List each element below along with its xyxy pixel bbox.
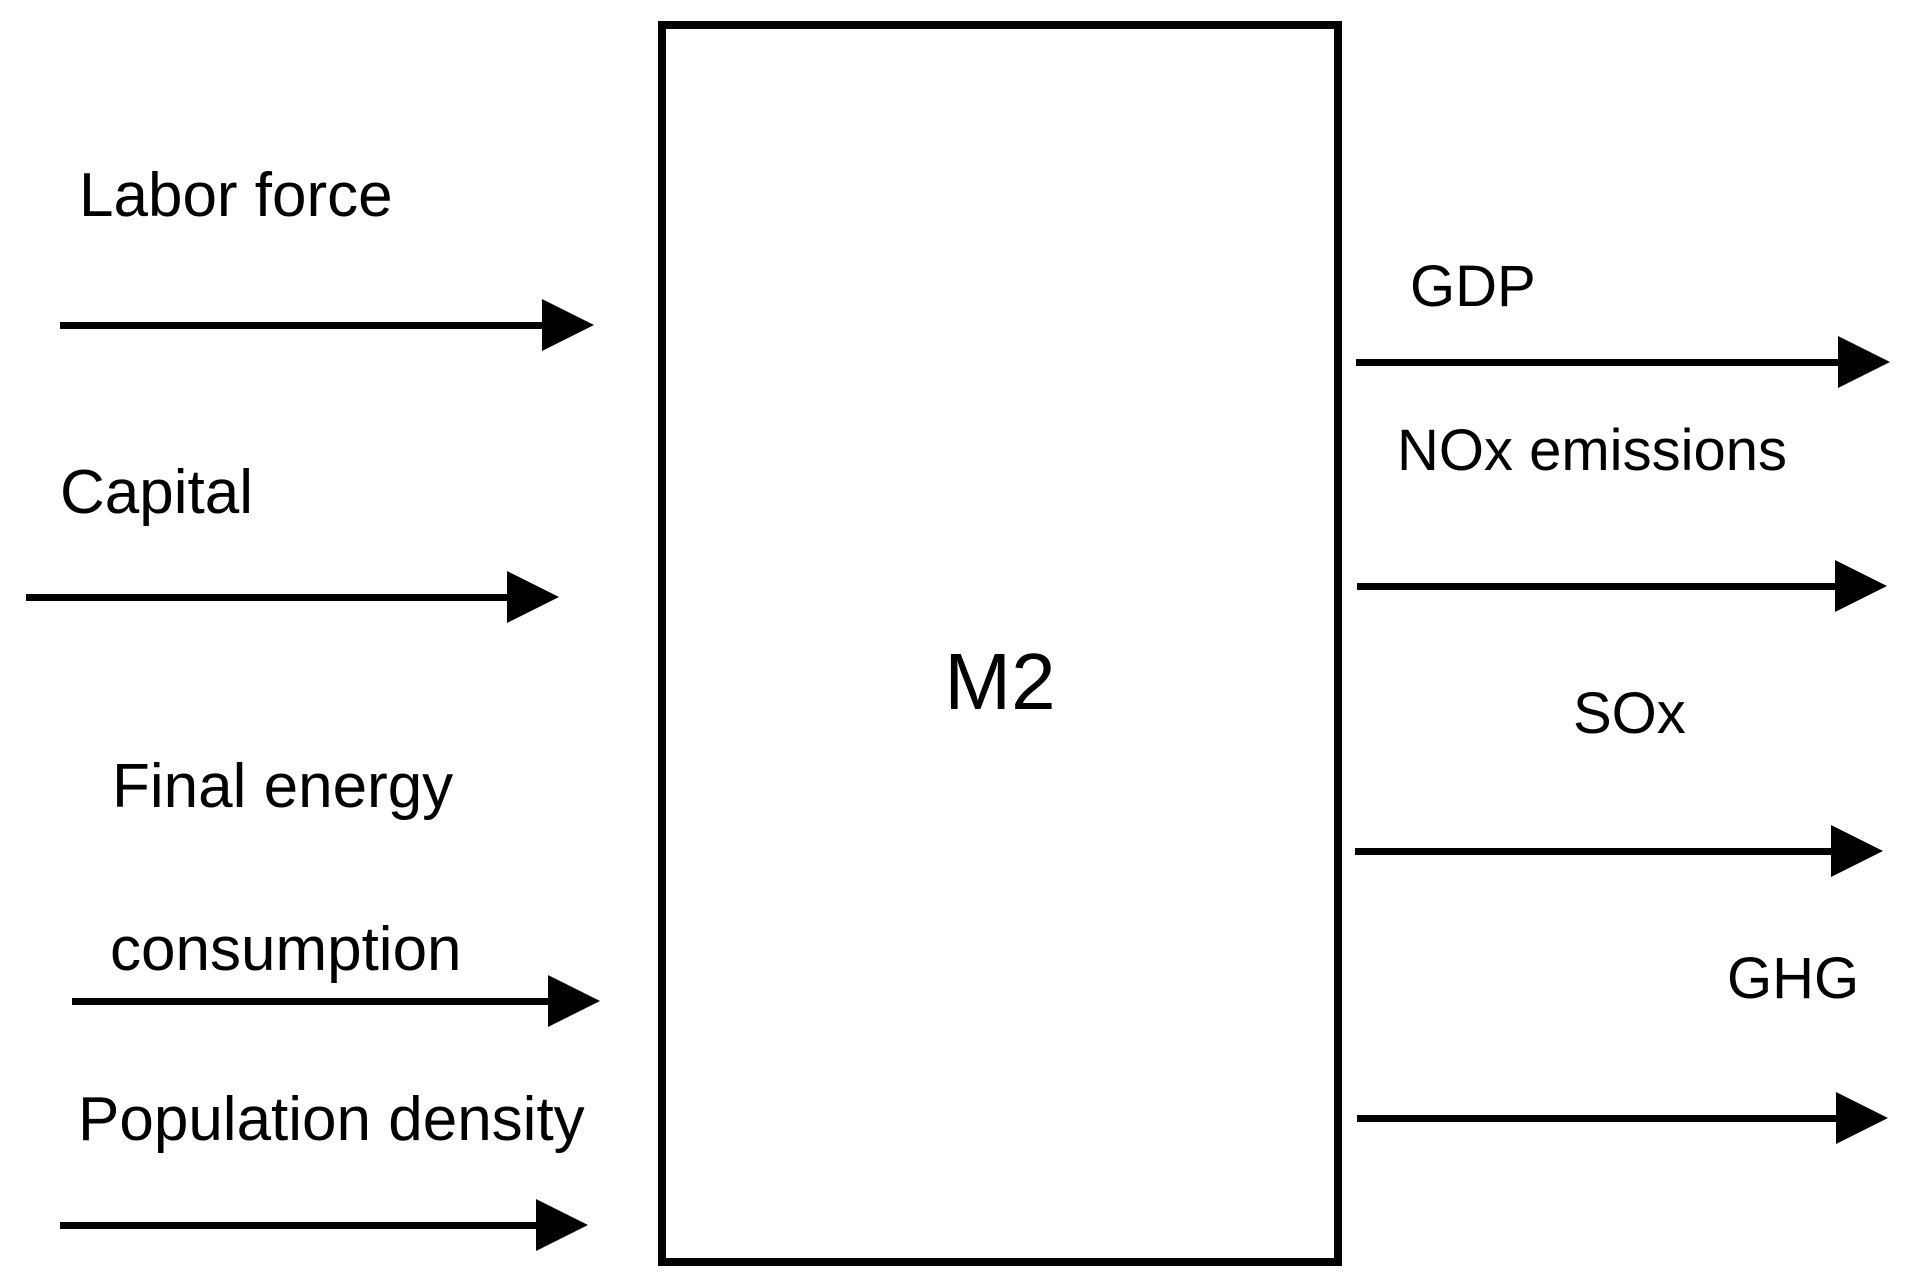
input-label-labor-force: Labor force (79, 161, 393, 230)
arrow-shaft (72, 997, 552, 1005)
arrowhead-icon (1835, 560, 1887, 612)
model-box-label: M2 (944, 637, 1056, 726)
arrow-shaft (26, 593, 511, 601)
input-label-final-energy-line2: consumption (110, 915, 462, 984)
input-arrow-population-density (60, 1199, 588, 1251)
arrow-shaft (1355, 847, 1835, 855)
output-arrow-gdp (1356, 336, 1890, 388)
input-label-capital: Capital (60, 458, 253, 527)
model-box: M2 (658, 21, 1342, 1266)
arrowhead-icon (548, 975, 600, 1027)
input-arrow-capital (26, 571, 559, 623)
input-label-population-density: Population density (78, 1085, 585, 1154)
output-label-ghg: GHG (1727, 946, 1860, 1011)
arrow-shaft (60, 1221, 540, 1229)
output-label-nox-emissions: NOx emissions (1397, 418, 1787, 483)
arrow-shaft (1356, 358, 1842, 366)
output-arrow-ghg (1357, 1092, 1888, 1144)
output-arrow-nox-emissions (1357, 560, 1887, 612)
arrowhead-icon (1838, 336, 1890, 388)
arrow-shaft (60, 321, 546, 329)
arrow-shaft (1357, 1114, 1840, 1122)
arrowhead-icon (536, 1199, 588, 1251)
input-label-final-energy-line1: Final energy (112, 752, 454, 821)
output-arrow-sox (1355, 825, 1883, 877)
arrowhead-icon (507, 571, 559, 623)
arrowhead-icon (1836, 1092, 1888, 1144)
arrowhead-icon (1831, 825, 1883, 877)
arrow-shaft (1357, 582, 1839, 590)
input-arrow-final-energy-consumption (72, 975, 600, 1027)
output-label-gdp: GDP (1410, 254, 1536, 319)
input-arrow-labor-force (60, 299, 594, 351)
output-label-sox: SOx (1573, 681, 1686, 746)
arrowhead-icon (542, 299, 594, 351)
